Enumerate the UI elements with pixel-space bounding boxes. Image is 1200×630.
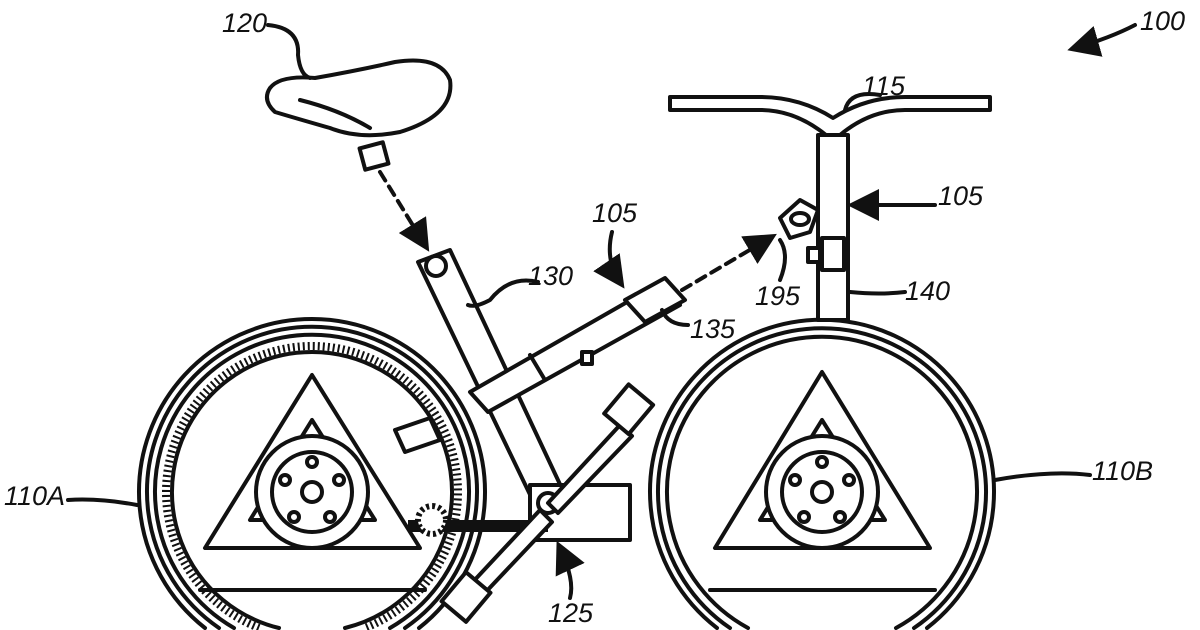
handlebar (668, 95, 992, 137)
label-100: 100 (1140, 6, 1185, 36)
label-125: 125 (548, 598, 594, 628)
label-115: 115 (862, 71, 906, 101)
frame (393, 133, 850, 507)
rear-wheel (137, 317, 487, 630)
label-135: 135 (690, 314, 736, 344)
label-140: 140 (905, 276, 950, 306)
label-110b: 110B (1092, 456, 1153, 486)
drive-unit (408, 382, 656, 624)
seat (264, 58, 453, 172)
label-120: 120 (222, 8, 267, 38)
front-wheel (648, 317, 996, 630)
label-105-top: 105 (592, 198, 638, 228)
label-130: 130 (528, 261, 573, 291)
label-110a: 110A (4, 481, 65, 511)
label-105-head: 105 (938, 181, 984, 211)
label-195: 195 (755, 281, 801, 311)
leader-lines (66, 23, 1137, 600)
